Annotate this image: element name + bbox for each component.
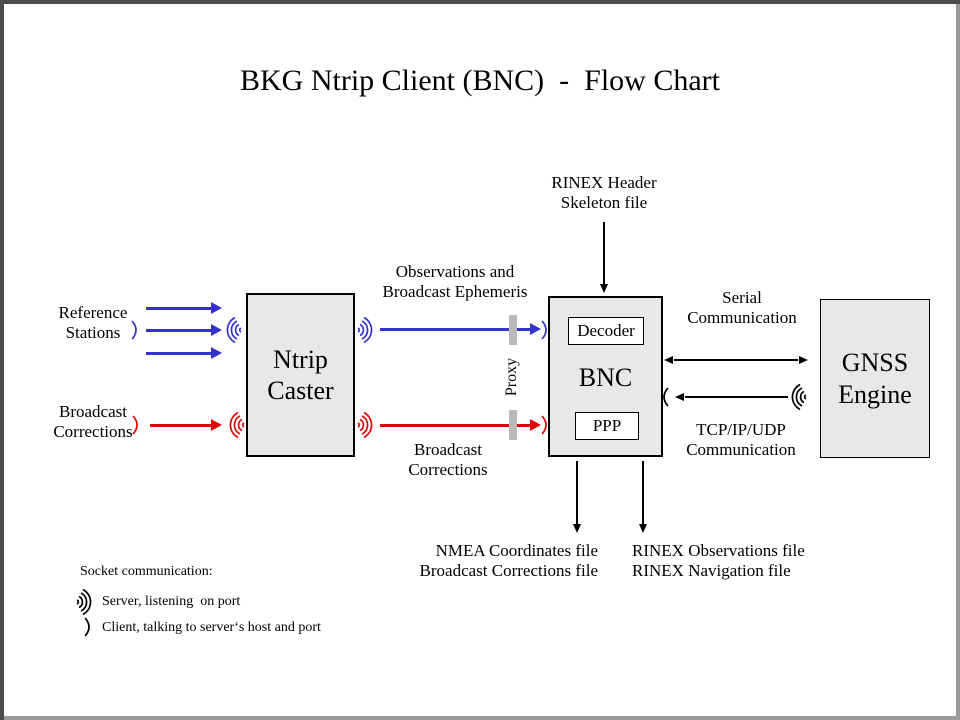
- client-arc-icon: [84, 617, 93, 637]
- signal-waves-icon: [75, 589, 97, 615]
- reference-stream-arrow: [146, 347, 222, 359]
- page-title: BKG Ntrip Client (BNC) - Flow Chart: [240, 64, 720, 97]
- observations-stream-arrow: [380, 323, 541, 335]
- legend-heading: Socket communication:: [80, 564, 213, 579]
- label-tcp-udp-communication: TCP/IP/UDP Communication: [686, 420, 796, 459]
- label-nmea-outputs: NMEA Coordinates file Broadcast Correcti…: [419, 541, 598, 580]
- label-rinex-outputs: RINEX Observations file RINEX Navigation…: [632, 541, 805, 580]
- bnc-label: BNC: [578, 363, 633, 392]
- reference-stream-arrow: [146, 302, 222, 314]
- legend-server-entry: Server, listening on port: [102, 594, 241, 609]
- label-reference-stations: Reference Stations: [58, 303, 128, 342]
- signal-waves-icon: [786, 384, 808, 410]
- node-ntrip-caster: Ntrip Caster: [246, 293, 355, 457]
- proxy-bar: [509, 315, 517, 345]
- label-broadcast-corrections-input: Broadcast Corrections: [53, 402, 133, 441]
- label-serial-communication: Serial Communication: [687, 288, 797, 327]
- client-arc-icon: [541, 415, 550, 435]
- label-rinex-header-skeleton: RINEX Header Skeleton file: [551, 173, 657, 212]
- node-gnss-engine: GNSS Engine: [820, 299, 930, 458]
- proxy-bar: [509, 410, 517, 440]
- tcp-communication-arrow: [675, 391, 788, 403]
- node-bnc: Decoder BNC PPP: [548, 296, 663, 457]
- reference-stream-arrow: [146, 324, 222, 336]
- rinex-output-arrow: [638, 461, 648, 533]
- label-proxy: Proxy: [503, 357, 520, 397]
- label-observations-ephemeris: Observations and Broadcast Ephemeris: [382, 262, 528, 301]
- node-decoder: Decoder: [568, 317, 644, 345]
- client-arc-icon: [131, 320, 140, 340]
- client-arc-icon: [132, 415, 141, 435]
- corrections-stream-arrow: [150, 419, 222, 431]
- signal-waves-icon: [356, 412, 378, 438]
- client-arc-icon: [660, 387, 669, 407]
- signal-waves-icon: [221, 317, 243, 343]
- label-broadcast-corrections-stream: Broadcast Corrections: [408, 440, 488, 479]
- rinex-header-arrow: [599, 222, 609, 293]
- legend-client-entry: Client, talking to server‘s host and por…: [102, 620, 321, 635]
- signal-waves-icon: [224, 412, 246, 438]
- node-ppp: PPP: [575, 412, 639, 440]
- nmea-output-arrow: [572, 461, 582, 533]
- corrections-stream-arrow: [380, 419, 541, 431]
- signal-waves-icon: [356, 317, 378, 343]
- serial-communication-arrow: [664, 354, 808, 366]
- client-arc-icon: [541, 320, 550, 340]
